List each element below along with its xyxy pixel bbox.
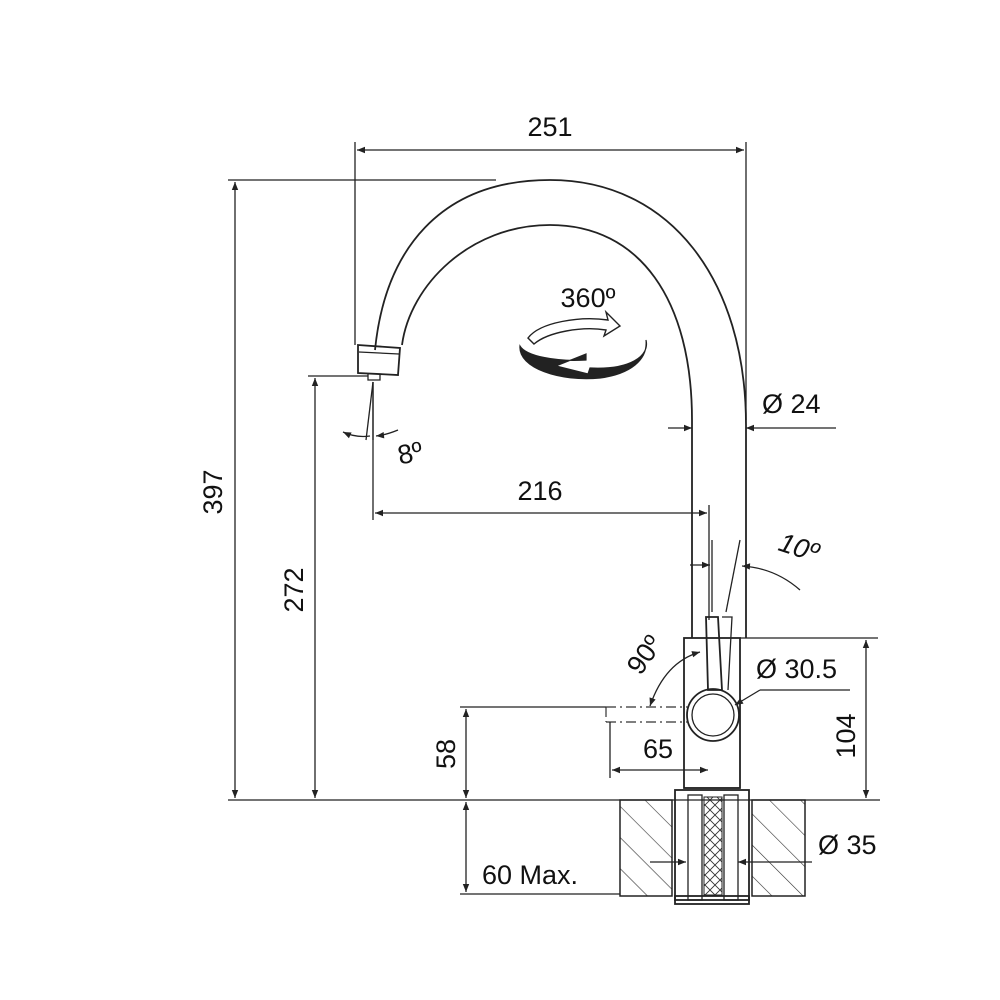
- dimension-lever-reach: 65: [609, 722, 708, 778]
- rotation-indicator: 360º: [519, 283, 648, 380]
- countertop-left: [619, 799, 673, 897]
- label-lever-tilt: 10º: [775, 527, 823, 568]
- braided-hose: [703, 796, 723, 896]
- dimension-height-total: 397: [198, 179, 496, 798]
- label-lever-reach: 65: [643, 734, 673, 764]
- dimension-spout-height: 272: [279, 375, 368, 798]
- aerator-nozzle: [367, 374, 381, 381]
- label-width-total: 251: [527, 112, 572, 142]
- dimension-lever-tilt: 10º: [690, 527, 823, 613]
- mounting-nut: [674, 895, 750, 905]
- countertop-right: [751, 799, 806, 897]
- dimension-lever-height: 58: [431, 706, 606, 798]
- dimension-spout-reach: 216: [372, 382, 710, 620]
- countertop-section: [619, 789, 806, 905]
- label-lever-angle: 90º: [621, 630, 669, 680]
- dimension-counter-thickness: 60 Max.: [460, 802, 620, 895]
- faucet-outline: [357, 179, 747, 789]
- threaded-rod-right: [723, 794, 739, 901]
- label-hole-diameter: Ø 35: [818, 830, 877, 860]
- mounting-shank: [674, 789, 750, 901]
- spout-inner-curve: [401, 224, 693, 638]
- rotation-arrow-top: [527, 309, 622, 345]
- label-spout-reach: 216: [517, 476, 562, 506]
- label-body-diameter: Ø 30.5: [756, 654, 837, 684]
- lever-handle: [705, 616, 723, 691]
- spout-outer-curve: [374, 179, 747, 638]
- threaded-rod-left: [687, 794, 703, 901]
- aerator: [357, 344, 401, 376]
- label-tube-diameter: Ø 24: [762, 389, 821, 419]
- rotation-arrow-bottom: [519, 339, 648, 380]
- label-spout-tilt: 8º: [395, 436, 426, 471]
- lever-knob-inner: [691, 693, 735, 737]
- lever-handle-tilted: [722, 616, 733, 691]
- dimension-spout-tilt: 8º: [342, 381, 426, 471]
- dimension-hole-diameter: Ø 35: [650, 830, 877, 866]
- label-rotation: 360º: [561, 283, 616, 313]
- dimension-tube-diameter: Ø 24: [668, 389, 836, 432]
- dimension-body-height: 104: [740, 637, 878, 798]
- label-body-height: 104: [831, 713, 861, 758]
- label-height-total: 397: [198, 469, 228, 514]
- aerator-band: [358, 351, 400, 355]
- lever-horizontal-position: [605, 706, 688, 723]
- label-counter-thickness: 60 Max.: [482, 860, 578, 890]
- lever-knob: [686, 688, 740, 742]
- dimension-body-diameter: Ø 30.5: [734, 654, 850, 706]
- label-spout-height: 272: [279, 567, 309, 612]
- dimension-width-total: 251: [354, 112, 747, 420]
- dimension-lever-angle: 90º: [621, 630, 701, 707]
- label-lever-height: 58: [431, 739, 461, 769]
